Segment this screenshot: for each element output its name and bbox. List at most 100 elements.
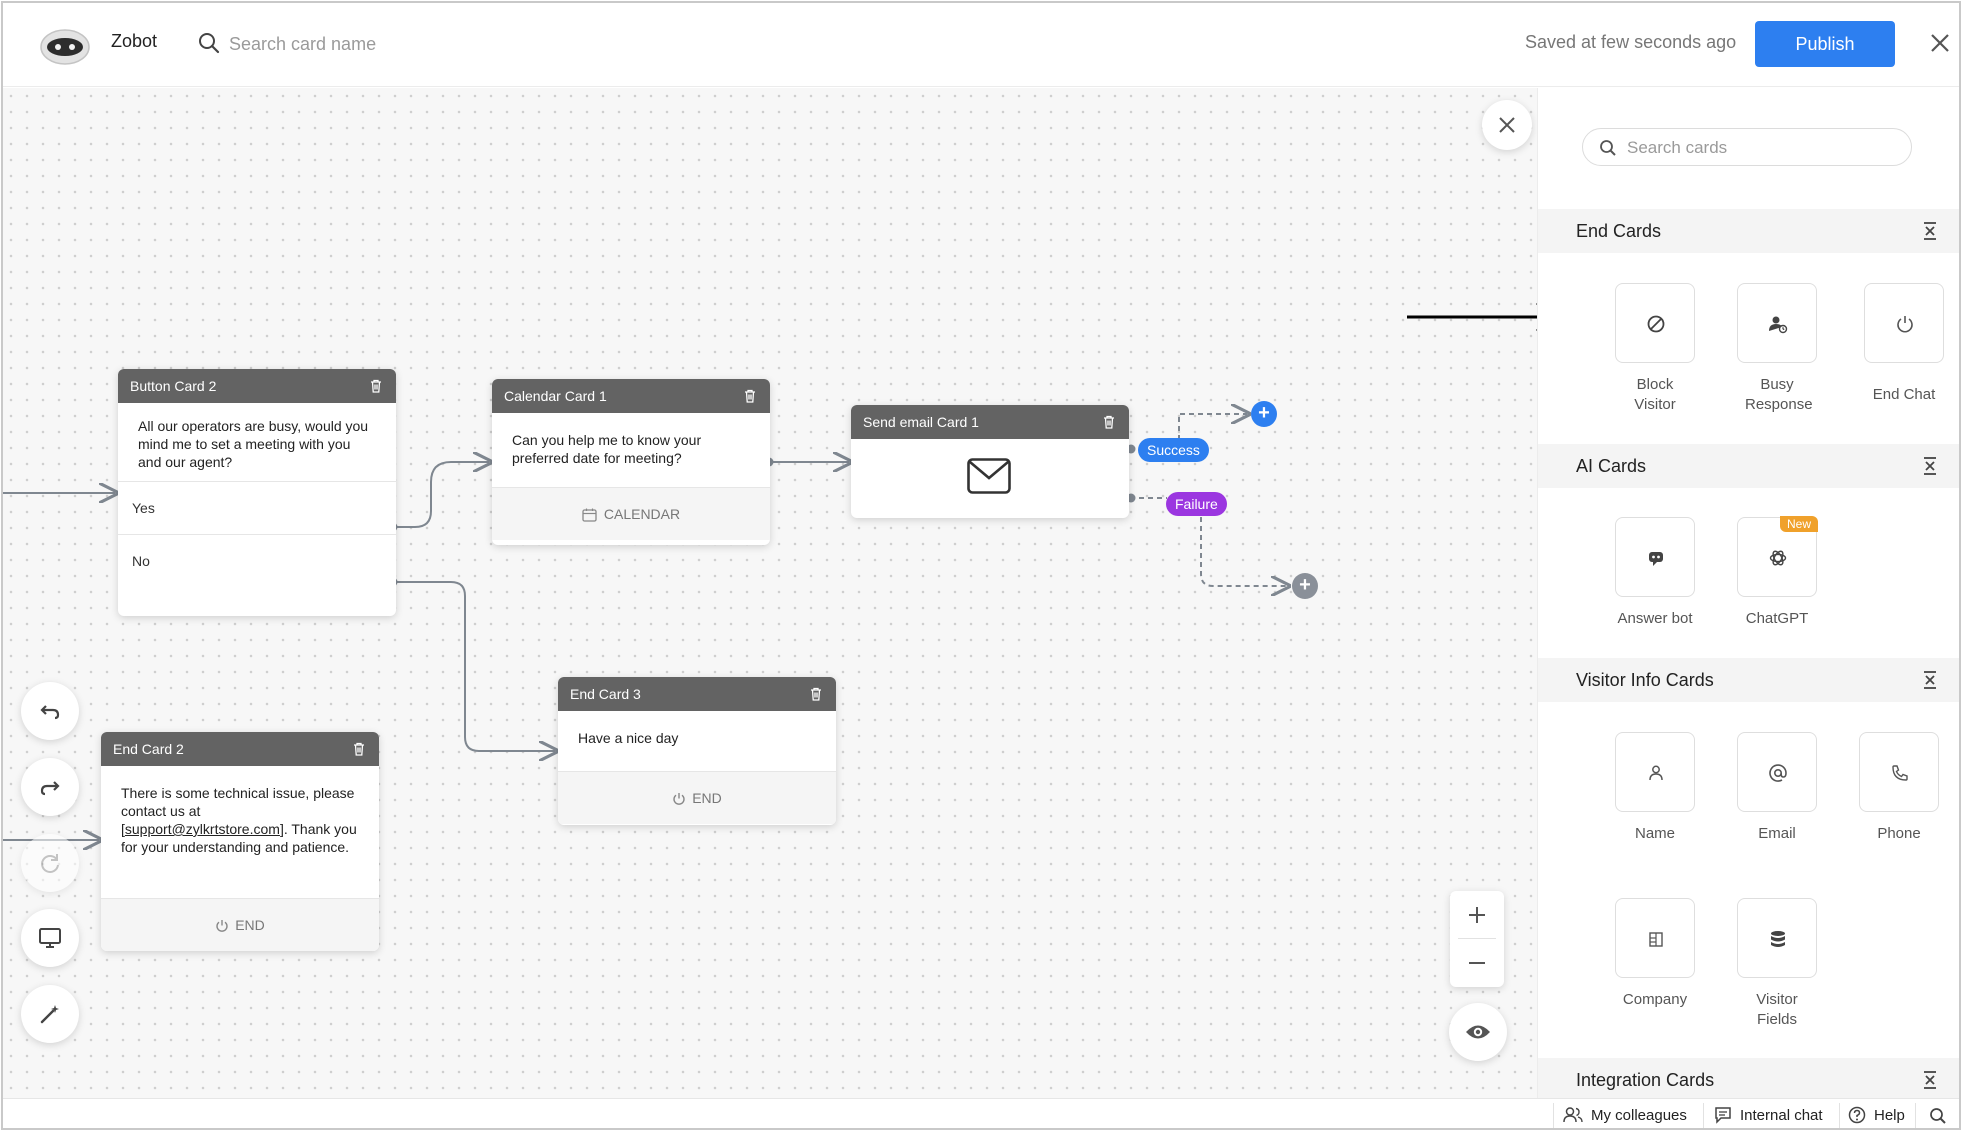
zobot-logo-icon (37, 23, 93, 67)
tile-label: ChatGPT (1745, 610, 1809, 627)
panel-search[interactable] (1582, 128, 1912, 166)
card-tile-email[interactable]: Email (1717, 732, 1837, 844)
option-yes[interactable]: Yes (118, 481, 396, 534)
redo-button[interactable] (21, 758, 79, 816)
phone-icon (1892, 765, 1908, 781)
section-visitor-info-cards[interactable]: Visitor Info Cards (1538, 658, 1959, 702)
section-title: End Cards (1576, 221, 1662, 241)
tile-icon-box (1737, 898, 1817, 978)
bottom-bar: My colleagues Internal chat Help (3, 1098, 1959, 1128)
end-card-2[interactable]: End Card 2 There is some technical issue… (101, 732, 379, 951)
my-colleagues-link[interactable]: My colleagues (1563, 1106, 1687, 1124)
search-icon (199, 33, 220, 54)
search-cards-input[interactable] (1627, 136, 1897, 160)
trash-icon[interactable] (368, 378, 384, 394)
tile-label: Phone (1877, 825, 1921, 842)
message-text: There is some technical issue, please co… (121, 785, 355, 837)
card-tile-chatgpt[interactable]: New ChatGPT (1717, 516, 1837, 629)
power-icon (216, 920, 228, 932)
refresh-icon (41, 854, 59, 873)
success-branch-badge[interactable]: Success (1138, 438, 1209, 462)
end-card-3[interactable]: End Card 3 Have a nice day END (558, 677, 836, 825)
card-search-input[interactable] (229, 27, 629, 61)
card-title: End Card 2 (113, 741, 184, 757)
redo-icon (40, 781, 60, 796)
option-no[interactable]: No (118, 534, 396, 587)
failure-branch-badge[interactable]: Failure (1166, 492, 1227, 516)
card-footer: CALENDAR (492, 487, 770, 540)
trash-icon[interactable] (1101, 414, 1117, 430)
card-tile-visitor-fields[interactable]: Visitor Fields (1717, 898, 1837, 1030)
collapse-icon[interactable] (1922, 670, 1938, 690)
section-ai-cards[interactable]: AI Cards (1538, 444, 1959, 488)
add-success-node-button[interactable]: + (1251, 401, 1277, 427)
support-email-link[interactable]: support@zylkrtstore.com (124, 821, 280, 837)
collapse-icon[interactable] (1922, 1070, 1938, 1090)
people-icon (1563, 1107, 1583, 1123)
card-message: There is some technical issue, please co… (101, 766, 379, 898)
search-icon (1600, 140, 1616, 156)
my-colleagues-label: My colleagues (1591, 1107, 1687, 1124)
section-integration-cards[interactable]: Integration Cards (1538, 1058, 1959, 1098)
new-badge: New (1779, 516, 1818, 532)
zoom-in-button[interactable] (1450, 891, 1504, 939)
tile-label: Answer bot (1617, 610, 1693, 627)
undo-button[interactable] (21, 682, 79, 740)
card-tile-busy-response[interactable]: Busy Response (1717, 283, 1837, 415)
saved-status: Saved at few seconds ago (1525, 32, 1737, 52)
card-footer-label: END (235, 917, 265, 933)
zoom-out-button[interactable] (1450, 939, 1504, 987)
flow-canvas[interactable]: Button Card 2 All our operators are busy… (3, 88, 1558, 1098)
card-message: All our operators are busy, would you mi… (138, 418, 369, 470)
close-icon[interactable] (1927, 30, 1953, 56)
trash-icon[interactable] (742, 388, 758, 404)
collapse-icon[interactable] (1922, 221, 1938, 241)
card-tile-name[interactable]: Name (1595, 732, 1715, 844)
card-tile-end-chat[interactable]: End Chat (1844, 283, 1959, 405)
tile-label: Block Visitor (1634, 376, 1676, 413)
tile-icon-box (1615, 732, 1695, 812)
tile-label: Busy Response (1745, 376, 1813, 413)
publish-button[interactable]: Publish (1755, 21, 1895, 67)
card-tile-block-visitor[interactable]: Block Visitor (1595, 283, 1715, 415)
magic-wand-button[interactable] (21, 985, 79, 1043)
building-icon (1649, 932, 1663, 947)
internal-chat-link[interactable]: Internal chat (1714, 1106, 1823, 1124)
undo-icon (40, 705, 60, 720)
section-end-cards[interactable]: End Cards (1538, 209, 1959, 253)
card-tile-answer-bot[interactable]: Answer bot (1595, 517, 1715, 629)
search-icon[interactable] (1929, 1107, 1947, 1125)
tile-label: Email (1758, 825, 1796, 842)
collapse-icon[interactable] (1922, 456, 1938, 476)
app-title: Zobot (111, 31, 158, 51)
divider (1553, 1103, 1554, 1128)
help-label: Help (1874, 1107, 1905, 1124)
preview-button[interactable] (1449, 1003, 1507, 1061)
trash-icon[interactable] (808, 686, 824, 702)
close-panel-button[interactable] (1482, 100, 1532, 150)
refresh-button[interactable] (21, 834, 79, 892)
tile-icon-box (1864, 283, 1944, 363)
card-tile-phone[interactable]: Phone (1839, 732, 1959, 844)
add-failure-node-button[interactable]: + (1292, 573, 1318, 599)
card-header: End Card 3 (558, 677, 836, 711)
send-email-card-1[interactable]: Send email Card 1 (851, 405, 1129, 518)
card-tile-company[interactable]: Company (1595, 898, 1715, 1010)
card-header: Send email Card 1 (851, 405, 1129, 439)
button-card-2[interactable]: Button Card 2 All our operators are busy… (118, 369, 396, 616)
calendar-icon (582, 508, 597, 522)
trash-icon[interactable] (351, 741, 367, 757)
card-header: Calendar Card 1 (492, 379, 770, 413)
tile-label: Name (1634, 825, 1675, 842)
card-message: Have a nice day (578, 730, 679, 746)
card-title: Send email Card 1 (863, 414, 979, 430)
section-title: Integration Cards (1576, 1070, 1715, 1090)
tile-icon-box (1737, 283, 1817, 363)
preview-desktop-button[interactable] (21, 909, 79, 967)
at-icon (1769, 764, 1787, 782)
card-header: End Card 2 (101, 732, 379, 766)
calendar-card-1[interactable]: Calendar Card 1 Can you help me to know … (492, 379, 770, 545)
help-link[interactable]: Help (1848, 1106, 1905, 1124)
openai-icon (1769, 550, 1787, 566)
